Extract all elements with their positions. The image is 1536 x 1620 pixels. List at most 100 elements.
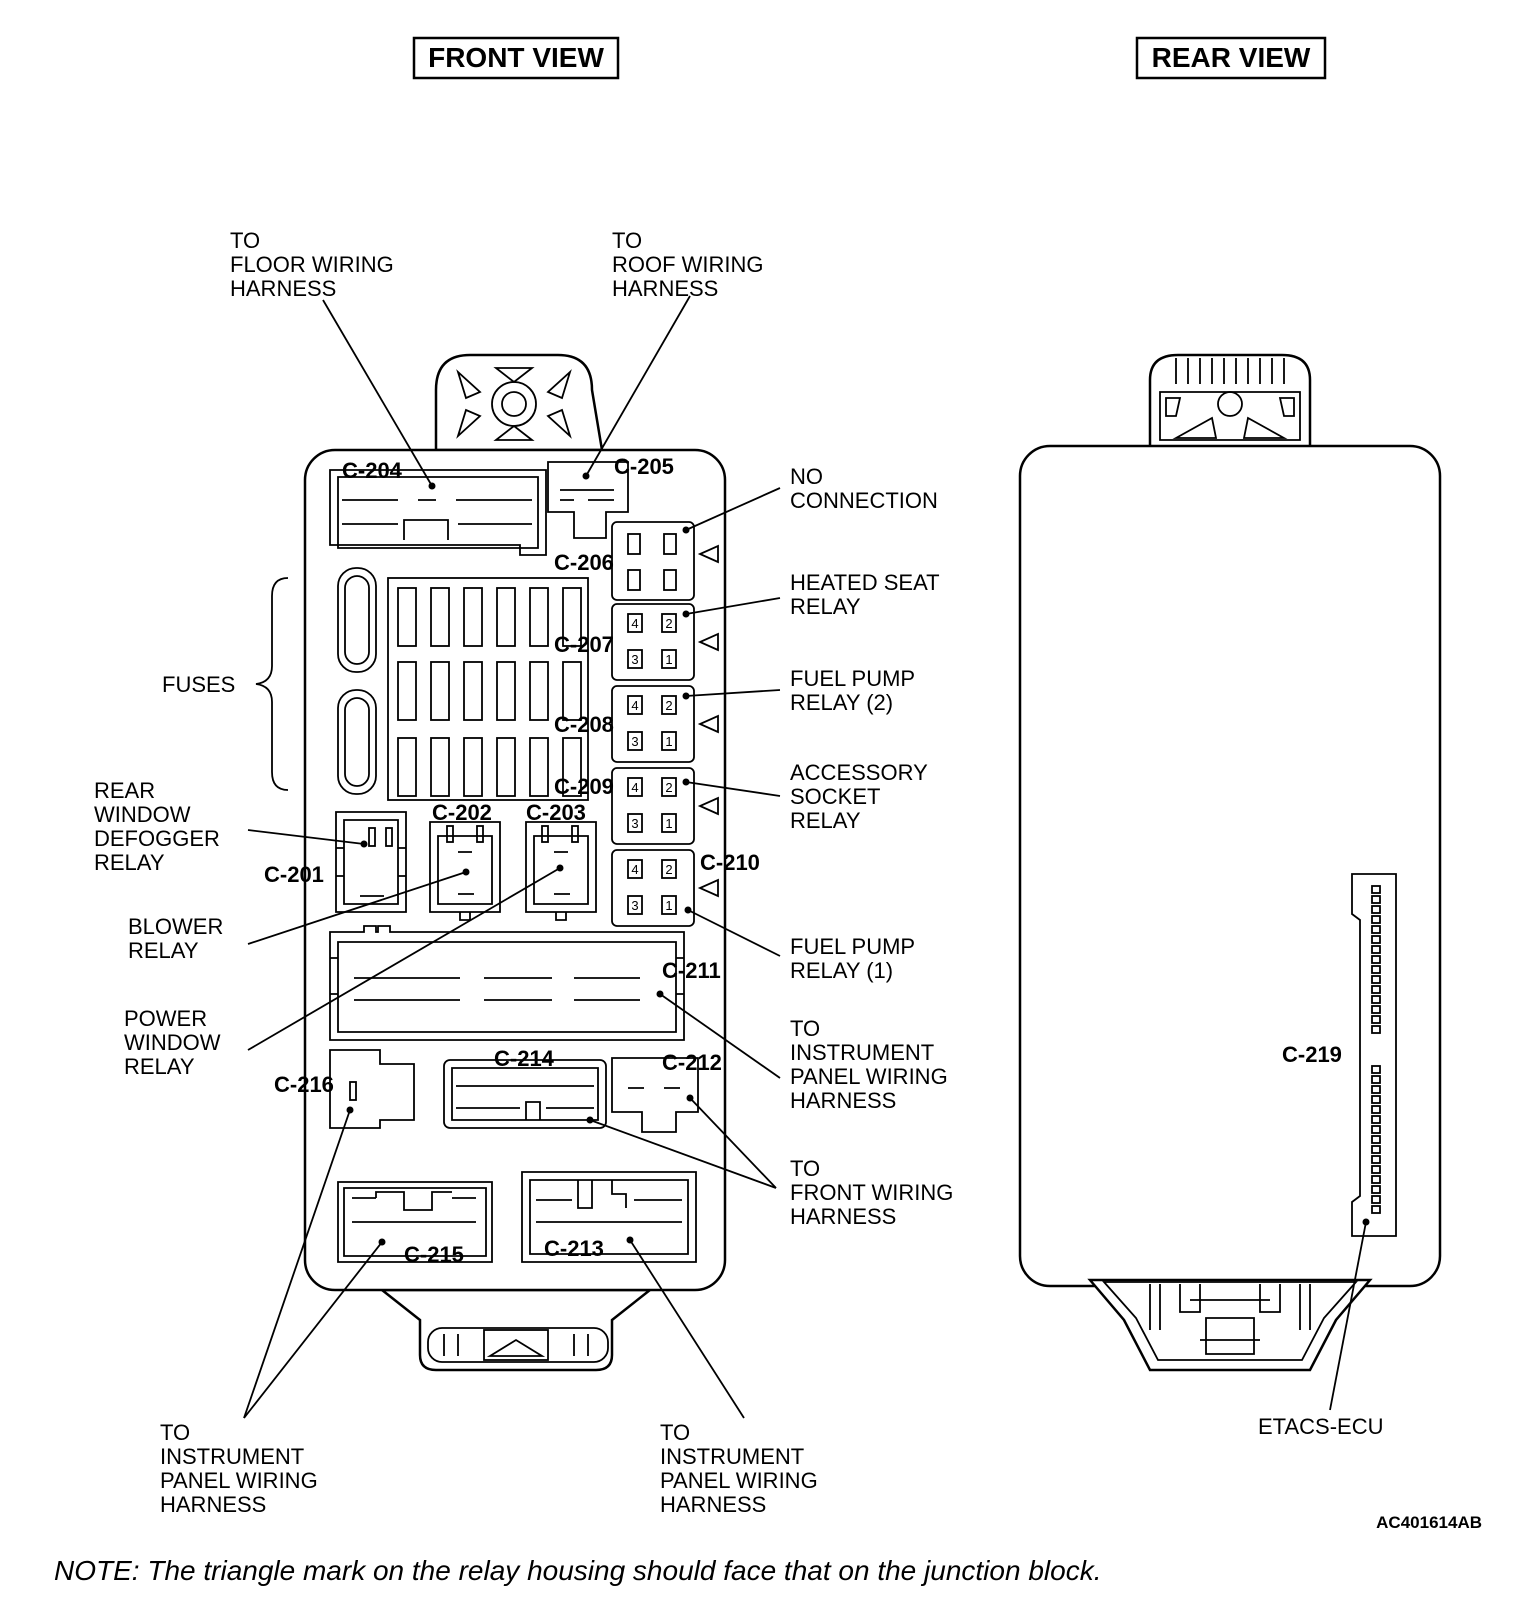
callout-ip-bottom-mid-line: PANEL WIRING — [660, 1468, 818, 1493]
callout-no-connection-line: CONNECTION — [790, 488, 938, 513]
relay-pin-number: 3 — [631, 898, 638, 913]
c215-label: C-215 — [404, 1242, 464, 1267]
relay-pin-number: 2 — [665, 616, 672, 631]
callout-power-window-line: RELAY — [124, 1054, 195, 1079]
fuse-slot — [397, 587, 417, 647]
c219-connector — [1351, 873, 1397, 1237]
callout-fuses: FUSES — [162, 672, 235, 697]
c207-label: C-207 — [554, 632, 614, 657]
rear-bottom-tab — [1087, 1278, 1373, 1372]
c219-pin — [1371, 885, 1381, 894]
front-housing — [303, 448, 727, 1292]
c219-pin — [1371, 1175, 1381, 1184]
c203-label: C-203 — [526, 800, 586, 825]
c219-pin — [1371, 995, 1381, 1004]
c201-socket — [335, 811, 407, 913]
fuse-cartridge-bottom — [337, 689, 377, 795]
relay-pin-number: 3 — [631, 816, 638, 831]
c214-label: C-214 — [494, 1046, 555, 1071]
relay-triangle-mark — [697, 796, 719, 816]
relay-pin-number: 2 — [665, 780, 672, 795]
c219-pin — [1371, 1085, 1381, 1094]
callout-floor-line: TO — [230, 228, 260, 253]
fuse-slot — [529, 737, 549, 797]
c206-socket — [611, 521, 719, 601]
callout-ip-bottom-left-line: INSTRUMENT — [160, 1444, 304, 1469]
c213-connector — [521, 1171, 697, 1263]
fuse-slot — [430, 587, 450, 647]
c219-pin — [1371, 1185, 1381, 1194]
callout-power-window-line: WINDOW — [124, 1030, 221, 1055]
callout-fuel-pump-1-line: RELAY (1) — [790, 958, 893, 983]
c219-pin — [1371, 1065, 1381, 1074]
rear-housing — [1018, 444, 1442, 1288]
callout-floor-line: HARNESS — [230, 276, 336, 301]
callout-power-window-line: POWER — [124, 1006, 207, 1031]
c219-pin — [1371, 985, 1381, 994]
relay-pin-number: 1 — [665, 734, 672, 749]
callout-ip-right-line: HARNESS — [790, 1088, 896, 1113]
rear-junction-block — [1018, 353, 1442, 1372]
callout-etacs-line: ETACS-ECU — [1258, 1414, 1384, 1439]
relay-pin-number: 4 — [631, 616, 638, 631]
relay-triangle-mark — [697, 632, 719, 652]
c219-pin — [1371, 1105, 1381, 1114]
relay-pin-number: 3 — [631, 734, 638, 749]
c206-label: C-206 — [554, 550, 614, 575]
callout-ip-right-line: INSTRUMENT — [790, 1040, 934, 1065]
c204-connector — [329, 469, 547, 556]
c219-pin — [1371, 1025, 1381, 1034]
callout-no-connection-line: NO — [790, 464, 823, 489]
c211-connector — [329, 925, 685, 1041]
callout-roof-line: HARNESS — [612, 276, 718, 301]
callout-ip-bottom-left-line: HARNESS — [160, 1492, 266, 1517]
c219-pin — [1371, 1165, 1381, 1174]
c219-pin — [1371, 945, 1381, 954]
c219-pin — [1371, 915, 1381, 924]
c210-label: C-210 — [700, 850, 760, 875]
relay-triangle-mark — [697, 878, 719, 898]
c209-label: C-209 — [554, 774, 614, 799]
relay-pin-number: 4 — [631, 862, 638, 877]
callout-fuel-pump-2-line: RELAY (2) — [790, 690, 893, 715]
c219-pin — [1371, 975, 1381, 984]
callout-etacs: ETACS-ECU — [1258, 1414, 1384, 1439]
callout-fuel-pump-1-line: FUEL PUMP — [790, 934, 915, 959]
callout-accessory-socket-line: SOCKET — [790, 784, 880, 809]
c203-socket — [525, 821, 597, 921]
c214-connector — [443, 1059, 607, 1129]
c219-pin — [1371, 935, 1381, 944]
fuse-slot — [562, 661, 582, 721]
fuse-slot — [463, 661, 483, 721]
callout-rear-window-line: REAR — [94, 778, 155, 803]
callout-accessory-socket-line: ACCESSORY — [790, 760, 928, 785]
front-top-tab — [434, 353, 604, 452]
rear-view-title-text: REAR VIEW — [1152, 42, 1311, 73]
callout-blower-line: RELAY — [128, 938, 199, 963]
c219-pin — [1371, 1125, 1381, 1134]
relay-pin-number: 2 — [665, 698, 672, 713]
rear-view-title: REAR VIEW — [1135, 36, 1327, 80]
c208-label: C-208 — [554, 712, 614, 737]
front-view-title-text: FRONT VIEW — [428, 42, 604, 73]
callout-heated-seat-line: HEATED SEAT — [790, 570, 940, 595]
c219-pin — [1371, 1205, 1381, 1214]
front-view-title: FRONT VIEW — [412, 36, 620, 80]
leader-lines — [243, 295, 1370, 1419]
fuse-slot — [529, 661, 549, 721]
callout-accessory-socket-line: RELAY — [790, 808, 861, 833]
callout-ip-bottom-mid-line: INSTRUMENT — [660, 1444, 804, 1469]
